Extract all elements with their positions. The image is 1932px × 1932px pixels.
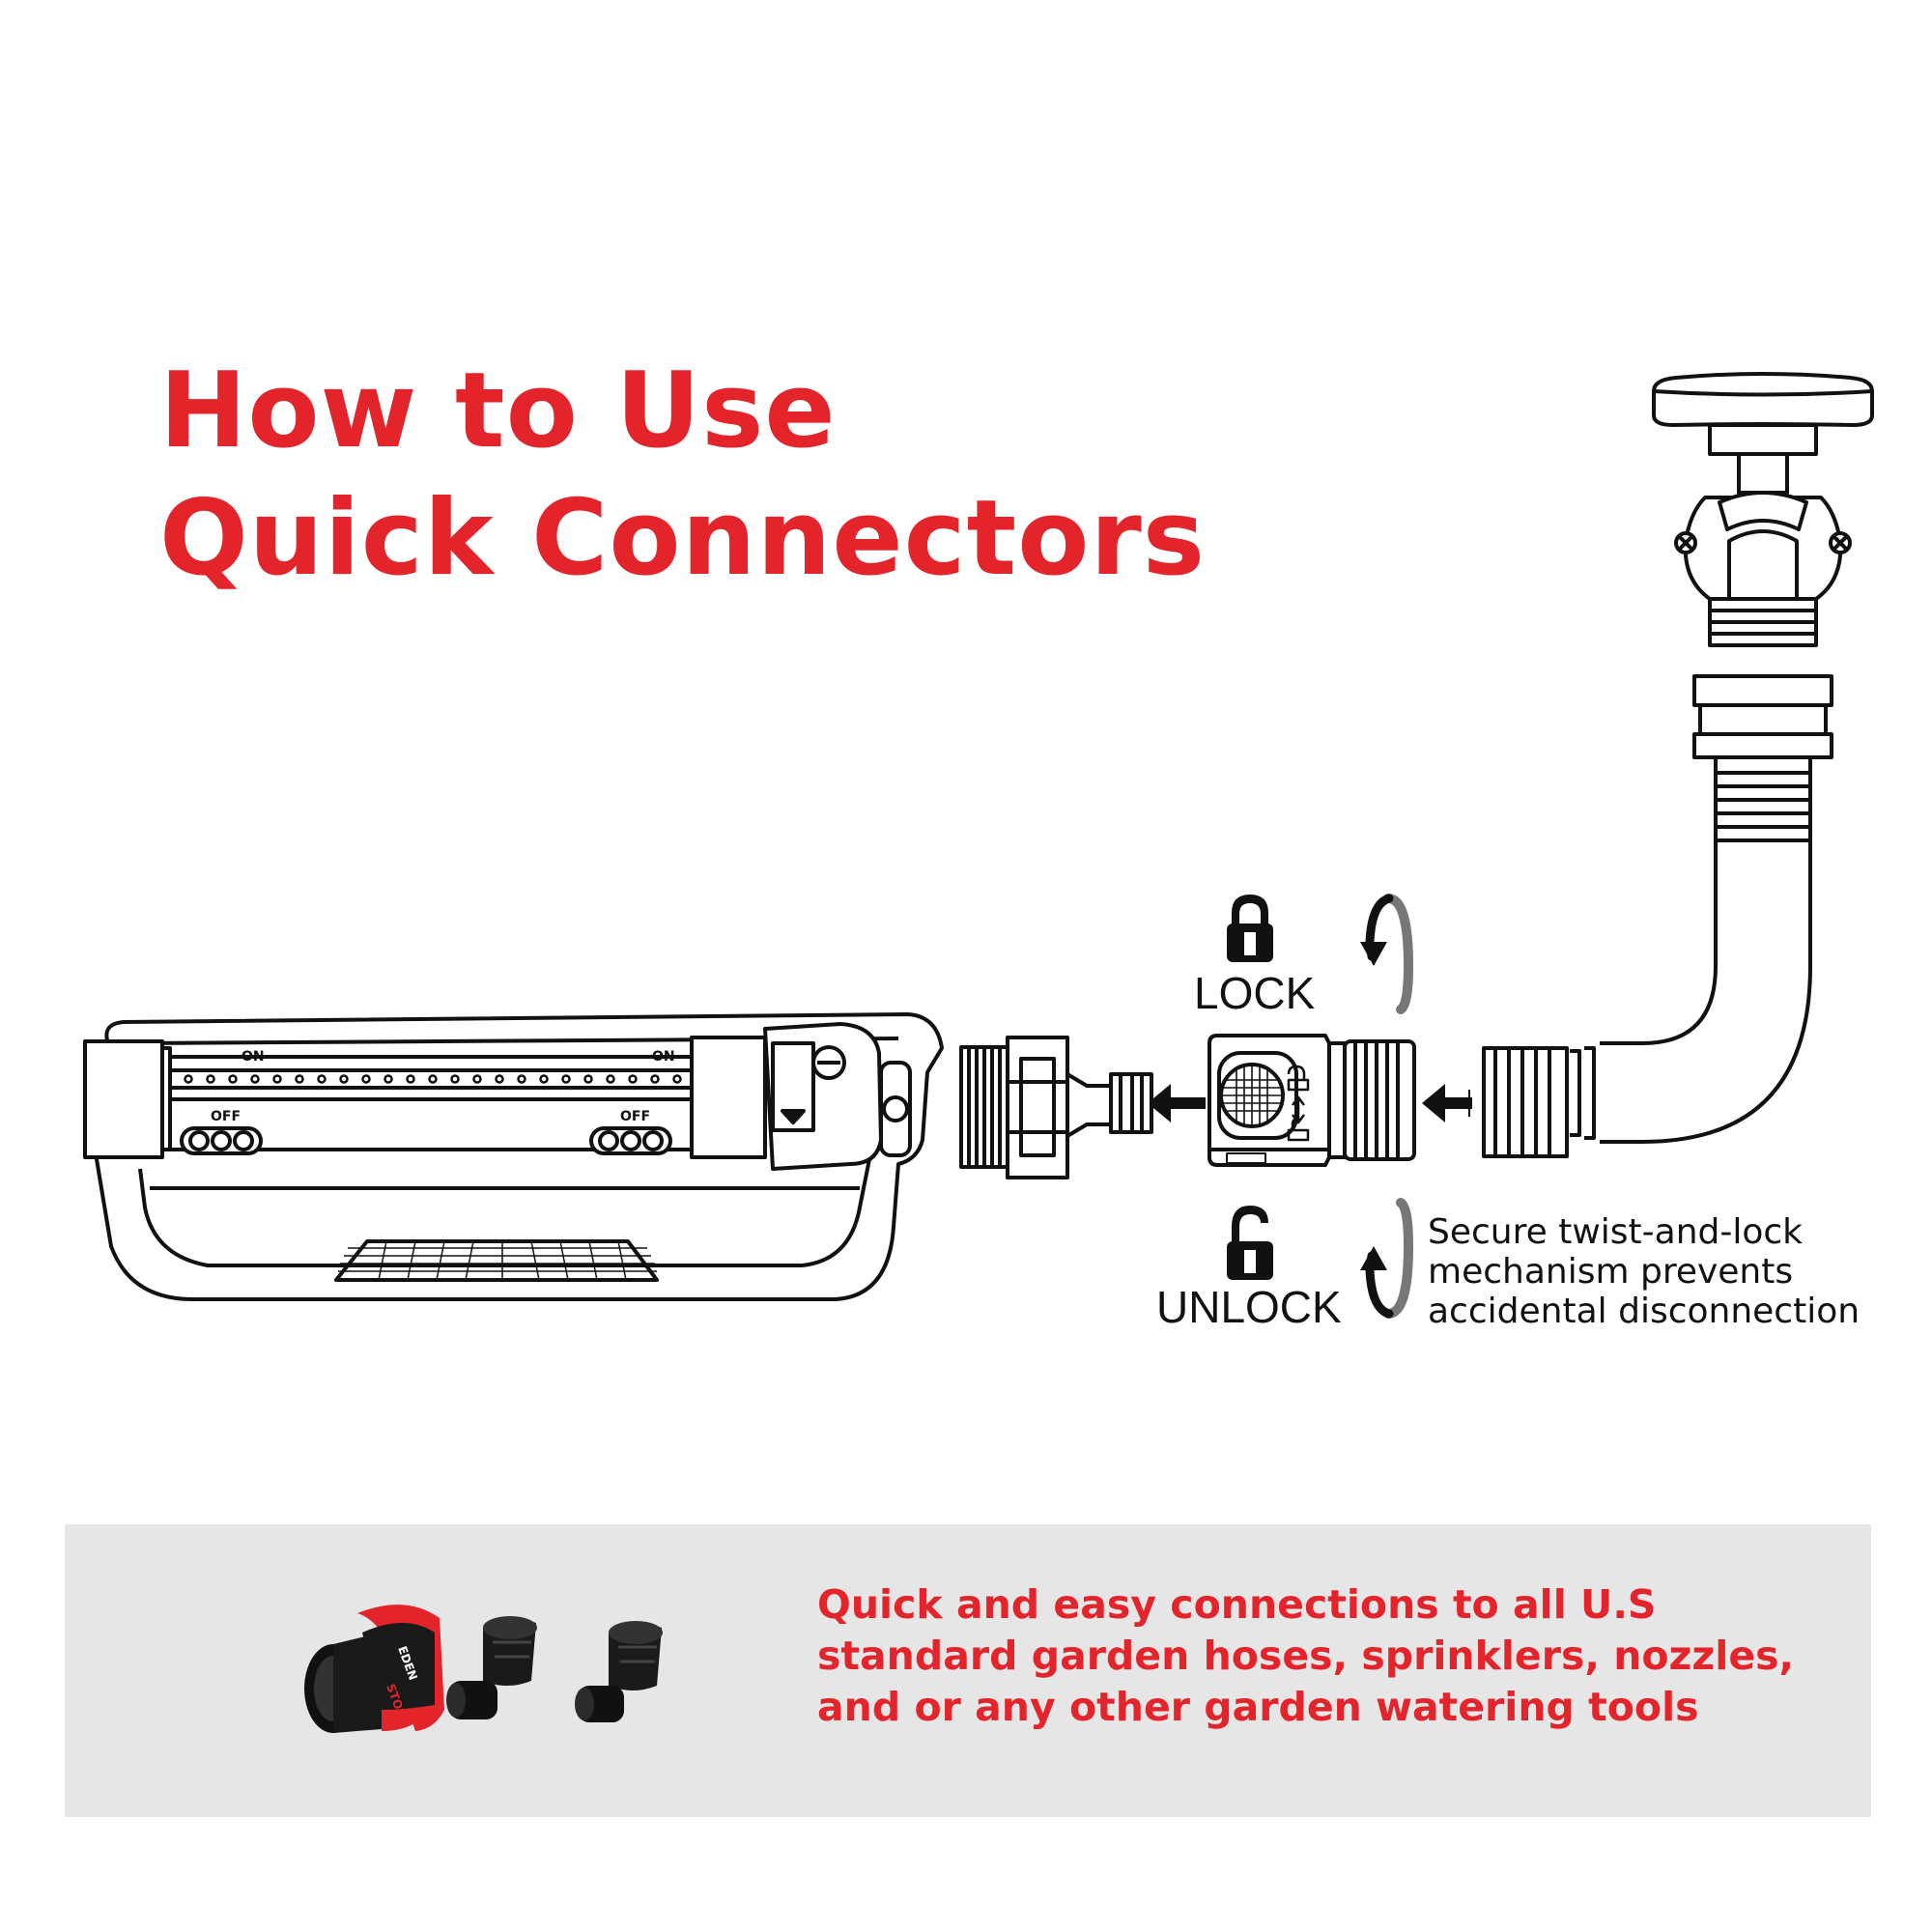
description-line-3: accidental disconnection: [1428, 1292, 1861, 1331]
unlock-label: UNLOCK: [1156, 1282, 1342, 1332]
faucet-icon: [1652, 372, 1874, 647]
sprinkler-icon: [83, 1012, 944, 1301]
sprinkler-off-mark: OFF: [211, 1109, 241, 1124]
push-arrow-icon: [1148, 1084, 1206, 1122]
product-image: EDEN STOP: [304, 1605, 663, 1733]
rotate-arrow-icon: [1360, 894, 1413, 1014]
product-adapter-1: [446, 1616, 537, 1719]
description: Secure twist-and-lock mechanism prevents…: [1428, 1212, 1920, 1331]
title-line-1: How to Use: [159, 351, 837, 471]
page-title: How to Use Quick Connectors: [159, 348, 1206, 603]
description-line-2: mechanism prevents: [1428, 1252, 1794, 1292]
quick-connector-female: [1208, 1034, 1416, 1167]
rotate-arrow-icon: [1360, 1198, 1413, 1319]
description-line-1: Secure twist-and-lock: [1428, 1212, 1804, 1252]
band-line-1: Quick and easy connections to all U.S: [817, 1581, 1657, 1628]
band-line-2: standard garden hoses, sprinklers, nozzl…: [817, 1633, 1795, 1679]
sprinkler-off-mark-right: OFF: [620, 1109, 650, 1124]
band-line-3: and or any other garden watering tools: [817, 1684, 1699, 1730]
sprinkler-on-mark-right: ON: [652, 1049, 675, 1065]
band-text: Quick and easy connections to all U.S st…: [817, 1579, 1861, 1733]
lock-icon: [1227, 895, 1273, 962]
nipple-adapter: [959, 1036, 1153, 1179]
product-adapter-2: [575, 1621, 663, 1722]
title-line-2: Quick Connectors: [159, 478, 1207, 599]
lock-label: LOCK: [1194, 968, 1316, 1018]
hose-icon: [1482, 674, 1833, 1158]
push-arrow-icon: [1422, 1084, 1472, 1122]
product-female-connector: EDEN STOP: [304, 1605, 444, 1733]
unlock-icon: [1227, 1206, 1273, 1280]
sprinkler-on-mark: ON: [242, 1049, 265, 1065]
